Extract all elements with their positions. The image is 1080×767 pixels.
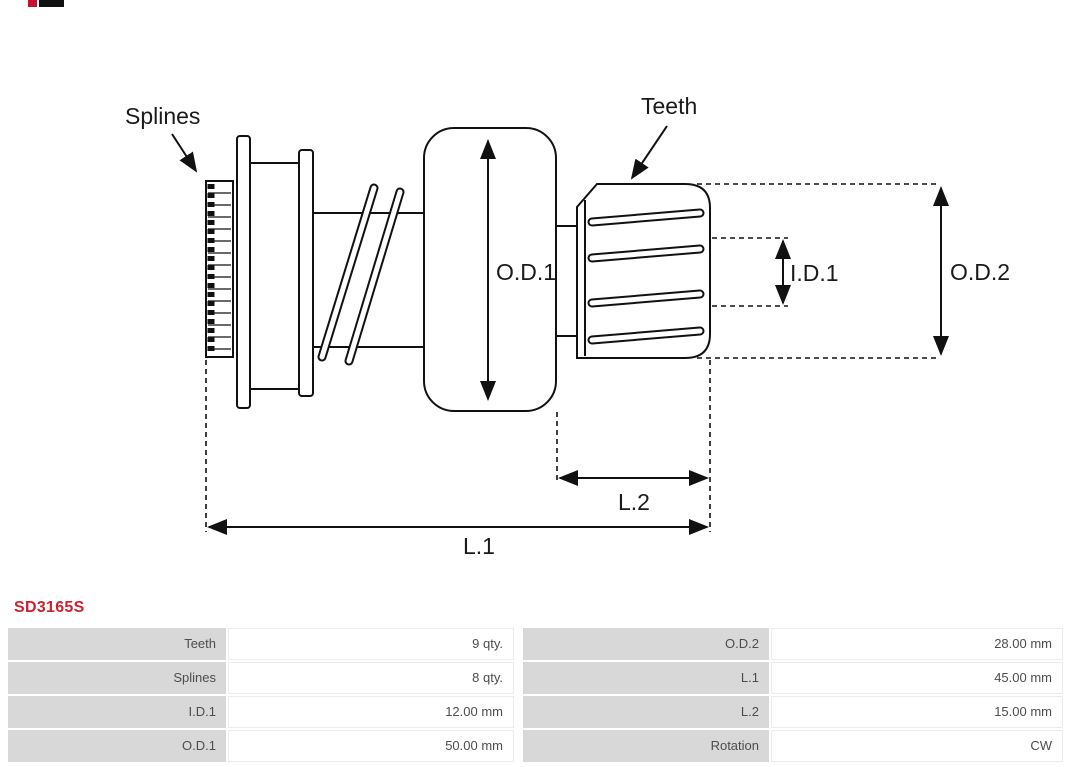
spec-value-od1: 50.00 mm (228, 730, 514, 762)
spec-table-right: O.D.2 28.00 mm L.1 45.00 mm L.2 15.00 mm… (523, 628, 1063, 762)
splines-callout: Splines (125, 103, 200, 173)
teeth-label: Teeth (641, 93, 697, 119)
logo-red-mark (28, 0, 37, 7)
id1-dimension: I.D.1 (775, 239, 839, 305)
starter-drive-drawing: O.D.1 O.D.2 I.D.1 L.2 L. (125, 93, 1010, 559)
spec-value-od2: 28.00 mm (771, 628, 1063, 660)
spec-table-section: Teeth 9 qty. Splines 8 qty. I.D.1 12.00 … (8, 628, 1063, 762)
spec-label-od2: O.D.2 (523, 628, 769, 660)
clutch-body: O.D.1 (423, 127, 557, 412)
brand-logo-fragment (28, 0, 64, 7)
l1-dimension: L.1 (207, 519, 709, 559)
spec-value-splines: 8 qty. (228, 662, 514, 694)
l2-dimension: L.2 (558, 470, 709, 515)
teeth-callout: Teeth (630, 93, 697, 180)
flange-plates (236, 135, 314, 409)
spec-value-teeth: 9 qty. (228, 628, 514, 660)
l1-label: L.1 (463, 533, 495, 559)
splined-shaft (205, 180, 234, 358)
spec-label-teeth: Teeth (8, 628, 226, 660)
extension-lines (205, 183, 938, 532)
pinion-shaft (555, 225, 578, 337)
spec-value-l1: 45.00 mm (771, 662, 1063, 694)
logo-black-mark (39, 0, 64, 7)
spec-label-l1: L.1 (523, 662, 769, 694)
spec-table-left: Teeth 9 qty. Splines 8 qty. I.D.1 12.00 … (8, 628, 514, 762)
part-number: SD3165S (14, 599, 85, 616)
spec-value-rotation: CW (771, 730, 1063, 762)
spec-label-rotation: Rotation (523, 730, 769, 762)
spec-label-id1: I.D.1 (8, 696, 226, 728)
spec-value-l2: 15.00 mm (771, 696, 1063, 728)
od1-label: O.D.1 (496, 259, 556, 285)
spec-label-l2: L.2 (523, 696, 769, 728)
spec-label-splines: Splines (8, 662, 226, 694)
od2-label: O.D.2 (950, 259, 1010, 285)
id1-label: I.D.1 (790, 260, 839, 286)
splines-label: Splines (125, 103, 200, 129)
pinion-gear (576, 183, 711, 359)
spec-label-od1: O.D.1 (8, 730, 226, 762)
drive-spring (313, 183, 424, 366)
od2-dimension: O.D.2 (933, 186, 1010, 356)
l2-label: L.2 (618, 489, 650, 515)
spec-value-id1: 12.00 mm (228, 696, 514, 728)
